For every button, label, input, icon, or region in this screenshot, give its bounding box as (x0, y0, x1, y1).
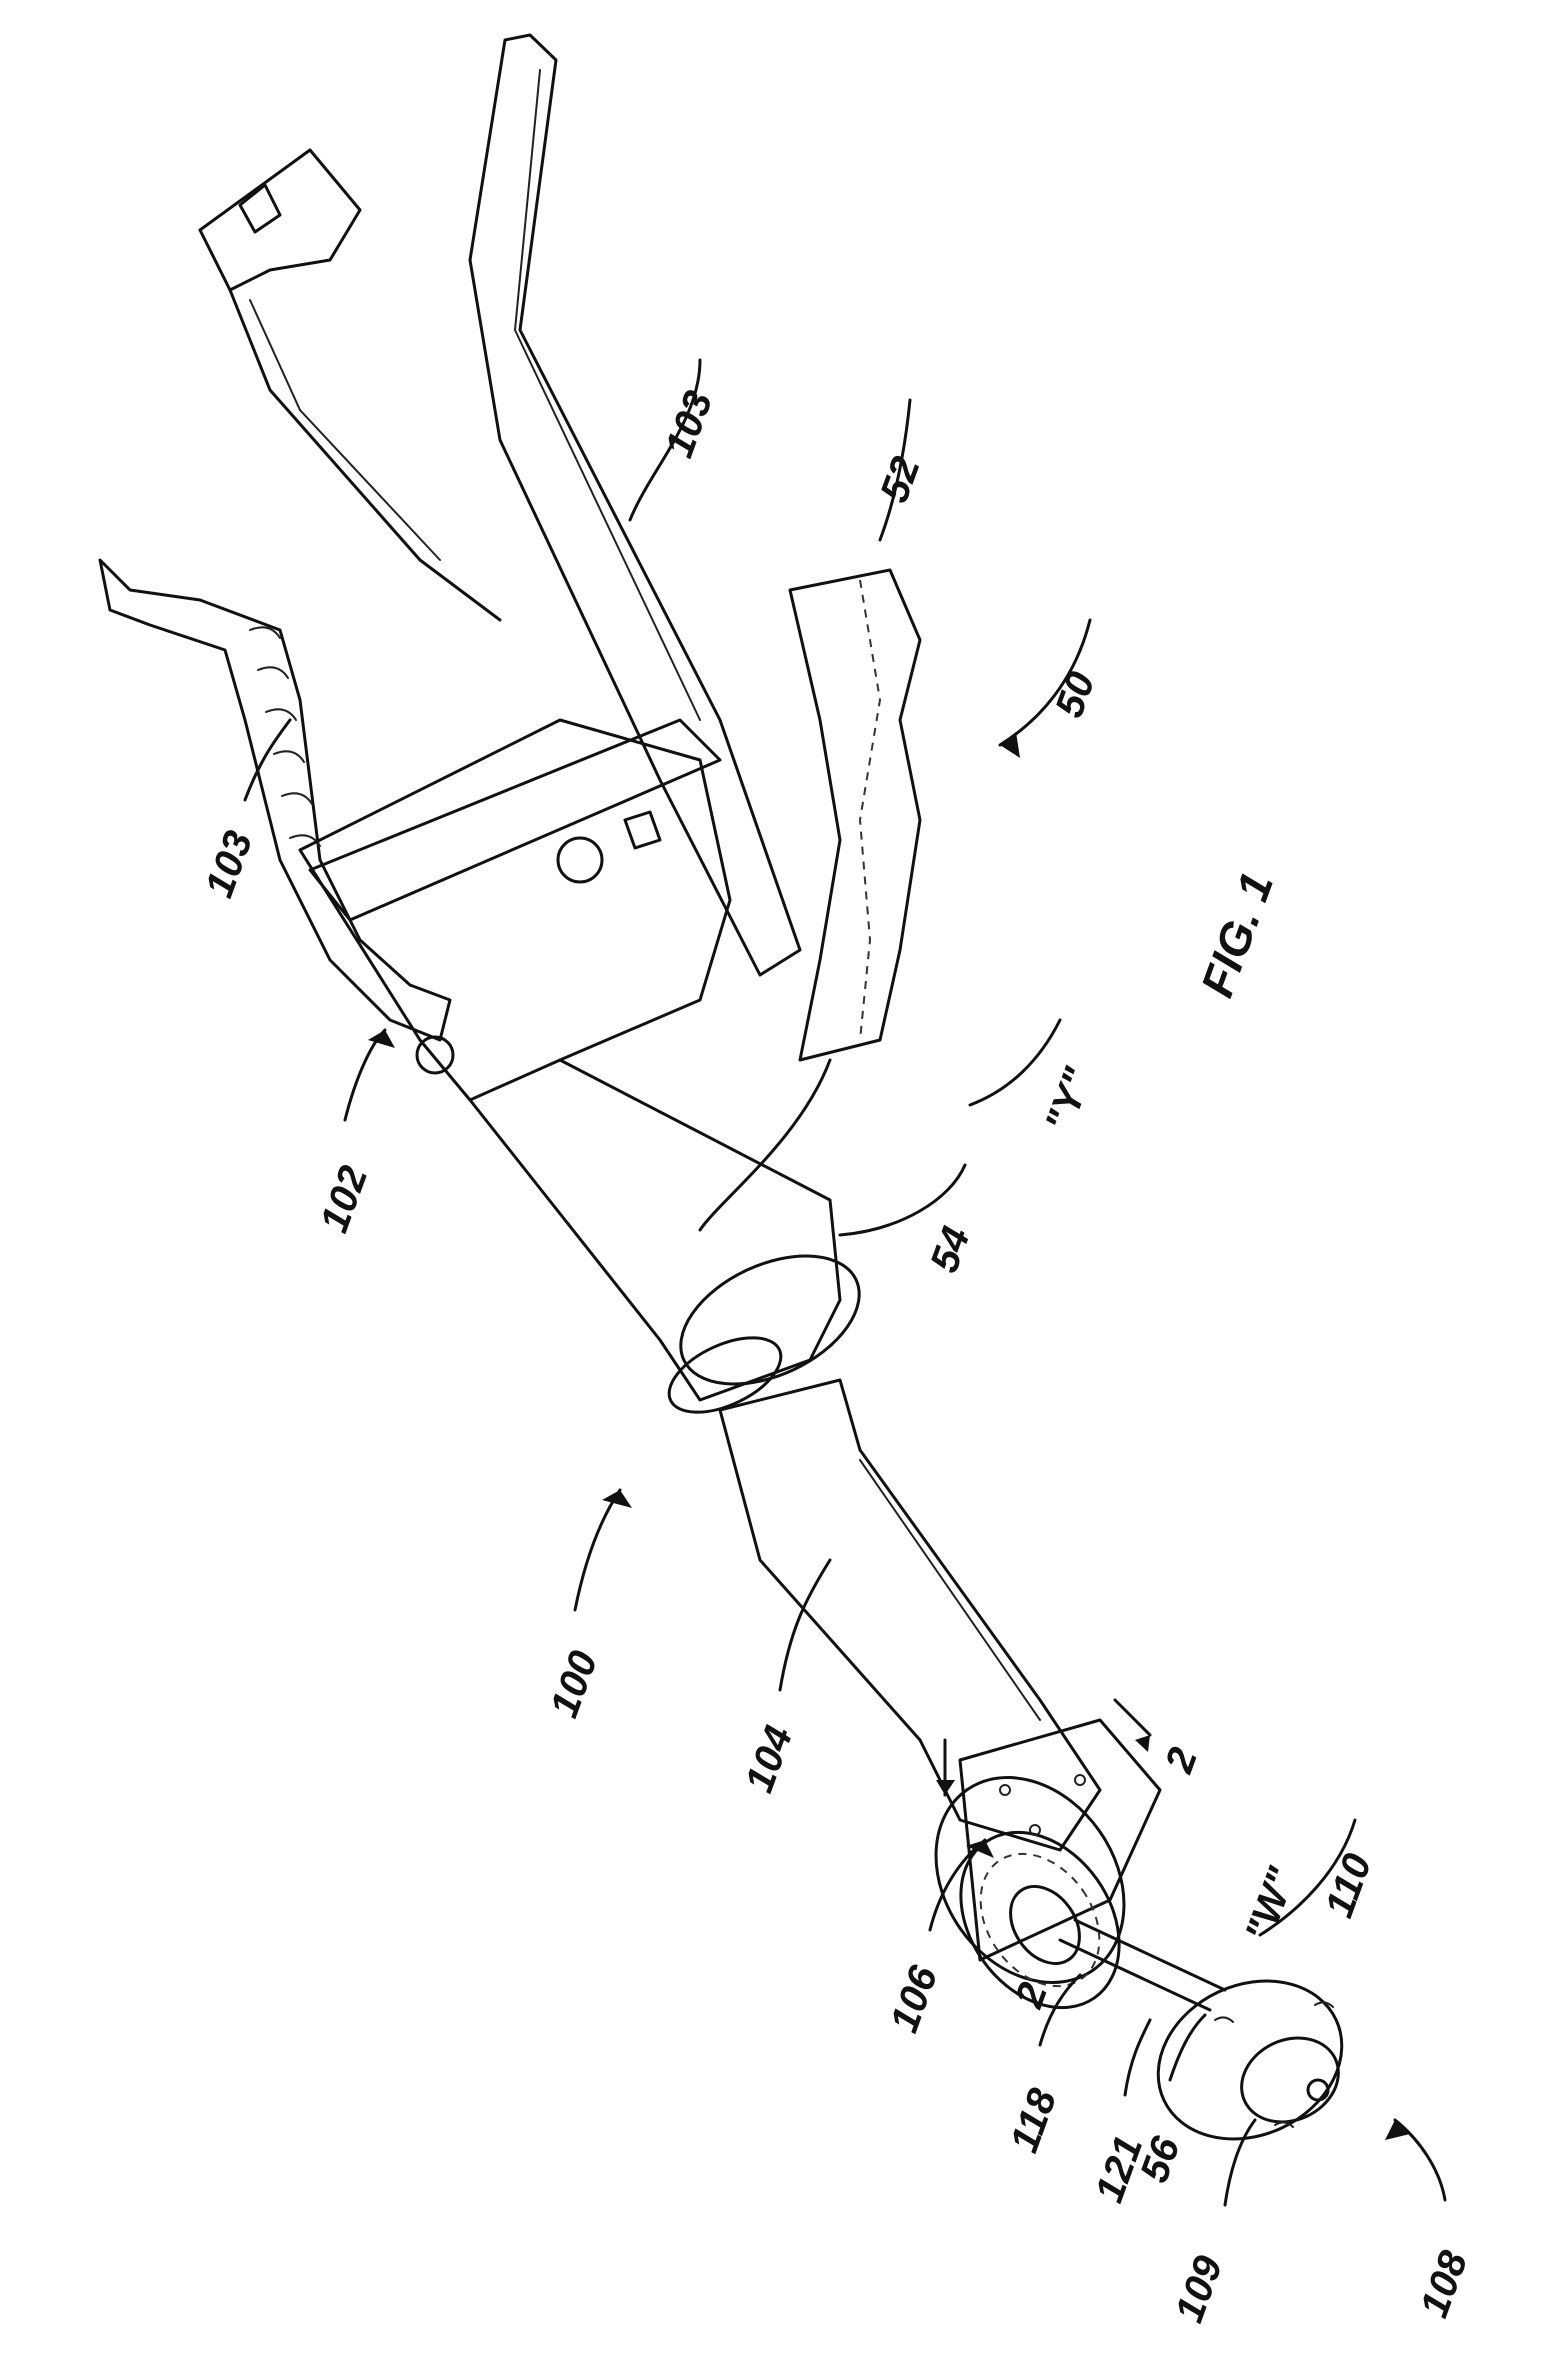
label-56: 56 (1132, 2131, 1189, 2189)
handle-assembly (100, 35, 800, 1100)
label-109: 109 (1167, 2250, 1231, 2328)
label-108: 108 (1412, 2245, 1476, 2323)
label-2-upper: 2 (1157, 1742, 1206, 1779)
surgical-stapler-apparatus (100, 35, 1368, 2168)
pivot-pin-icon (417, 1037, 453, 1073)
label-103-left: 103 (197, 825, 261, 903)
label-104: 104 (737, 1720, 801, 1798)
label-118: 118 (1002, 2082, 1065, 2158)
adjunct-member (700, 570, 920, 1230)
figure-caption: FIG. 1 (1191, 866, 1284, 1004)
grip-ridges (250, 627, 320, 846)
label-100: 100 (542, 1645, 606, 1723)
label-110: 110 (1317, 1848, 1380, 1923)
label-y: "Y" (1037, 1061, 1101, 1138)
label-102: 102 (312, 1160, 376, 1238)
label-54: 54 (922, 1221, 979, 1278)
label-w: "W" (1237, 1861, 1305, 1948)
label-106: 106 (882, 1960, 946, 2038)
pivot-pin-icon (558, 838, 602, 882)
reference-labels: 100 102 103 103 104 106 108 109 110 118 … (197, 385, 1476, 2328)
